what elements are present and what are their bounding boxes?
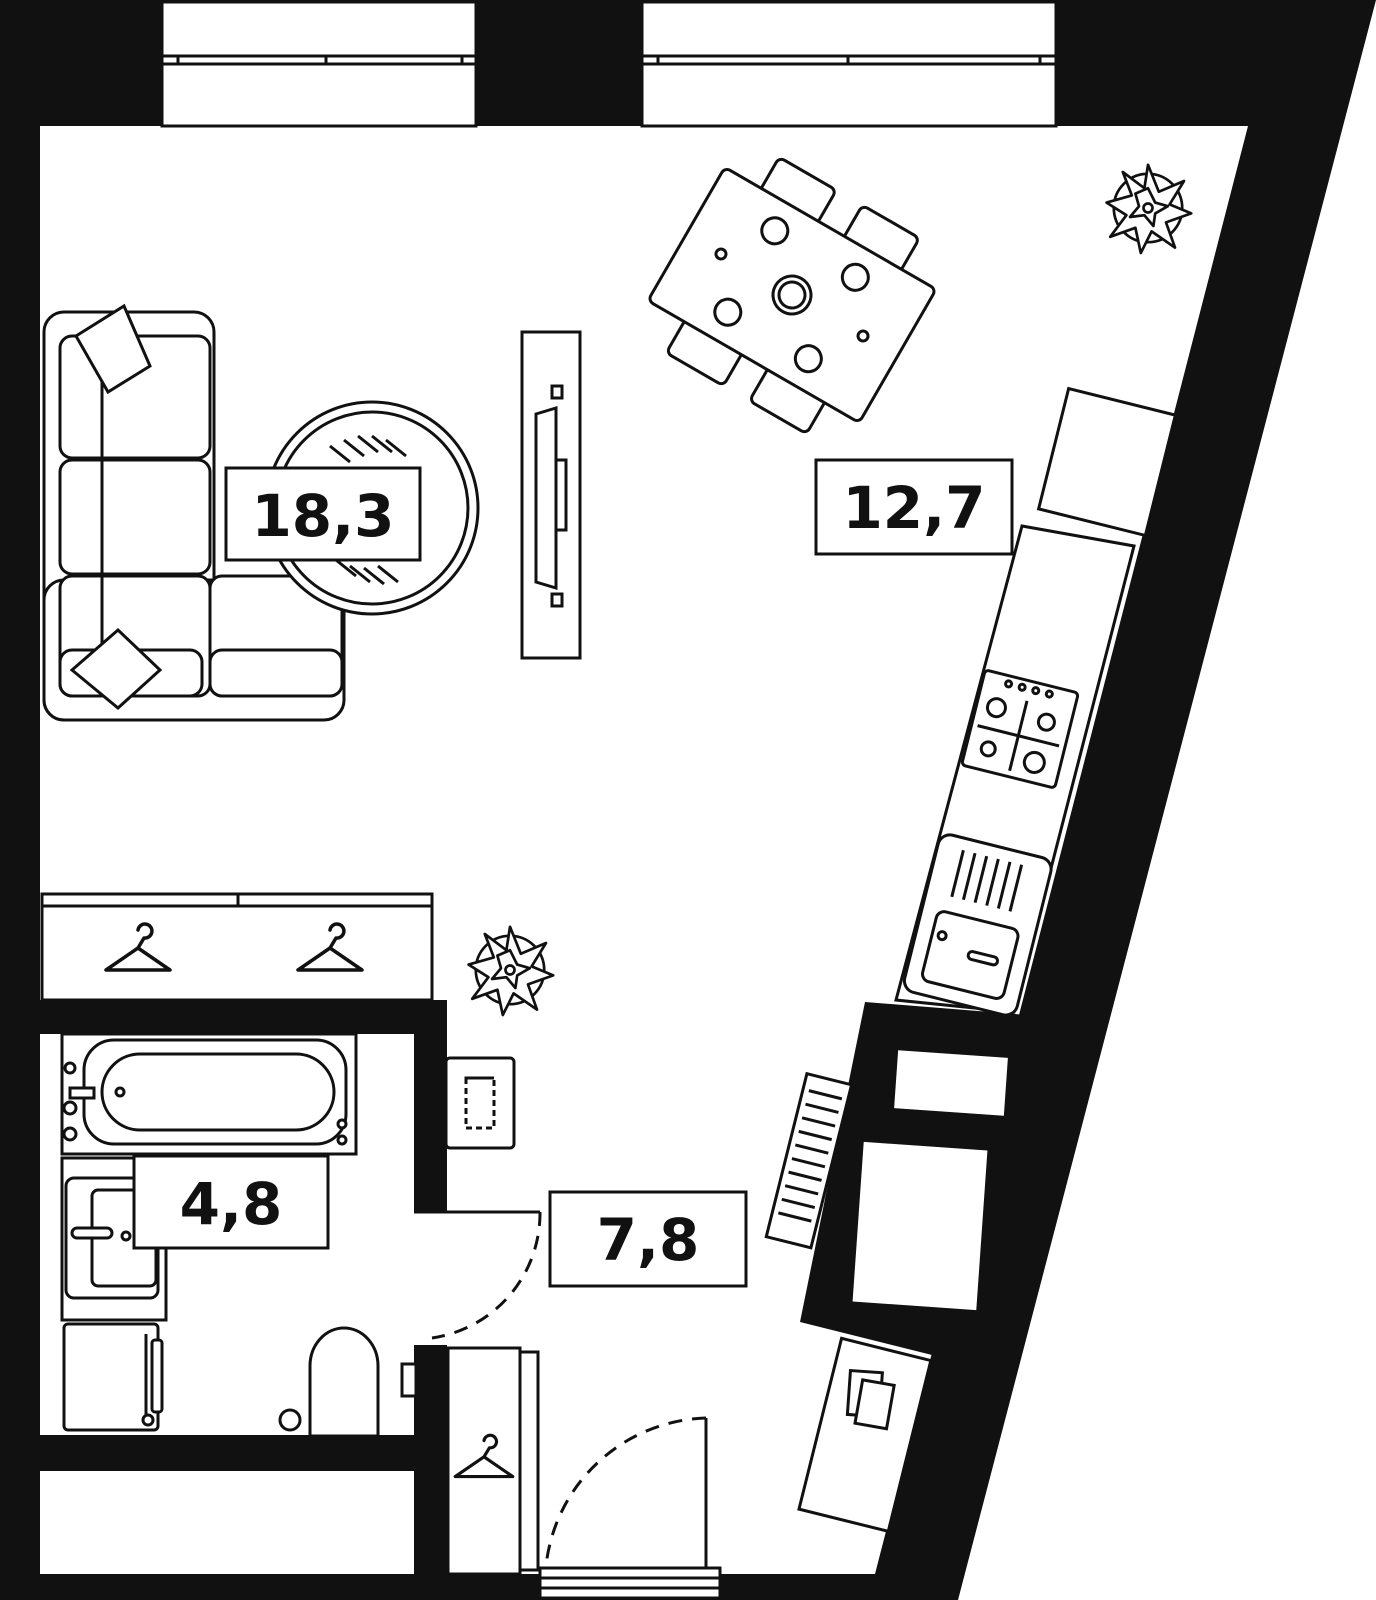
toilet-icon — [278, 1326, 418, 1438]
entrance-threshold — [538, 1566, 722, 1600]
window-icon — [160, 0, 1058, 128]
pillar-opening-top — [894, 1050, 1008, 1116]
bathroom-wall-bottom — [40, 1435, 447, 1471]
room-label-living: 18,3 — [224, 466, 422, 562]
sink-icon — [902, 833, 1053, 1017]
door-swing-icon — [414, 1210, 708, 1568]
svg-text:12,7: 12,7 — [842, 474, 985, 542]
desk-icon — [797, 1336, 938, 1534]
tv-stand-icon — [520, 330, 582, 660]
wardrobe-icon — [40, 892, 434, 1002]
dining-table-icon — [648, 157, 936, 434]
bathroom-wall-right-upper — [414, 1000, 447, 1212]
bottom-niche-left — [62, 1476, 186, 1562]
bathtub-icon — [60, 1032, 358, 1156]
pillar-opening-bottom — [852, 1141, 988, 1311]
bottom-niche-right — [226, 1476, 402, 1562]
plant-icon — [467, 925, 555, 1017]
bathroom-wall-top — [40, 1000, 447, 1034]
room-label-hallway: 7,8 — [548, 1190, 748, 1288]
sofa-icon — [42, 303, 346, 722]
svg-text:18,3: 18,3 — [251, 482, 394, 550]
plant-icon — [1105, 163, 1193, 255]
radiator-icon — [764, 1071, 854, 1250]
fridge-icon — [1036, 386, 1178, 538]
floor-tile-icon — [444, 1056, 516, 1150]
svg-text:4,8: 4,8 — [180, 1170, 283, 1238]
room-label-kitchen: 12,7 — [814, 458, 1014, 556]
stove-icon — [960, 669, 1080, 789]
kitchen-counter — [894, 386, 1178, 1017]
wardrobe-icon — [446, 1346, 540, 1576]
room-label-bathroom: 4,8 — [132, 1154, 330, 1250]
washing-machine-icon — [62, 1322, 164, 1432]
svg-text:7,8: 7,8 — [597, 1206, 700, 1274]
